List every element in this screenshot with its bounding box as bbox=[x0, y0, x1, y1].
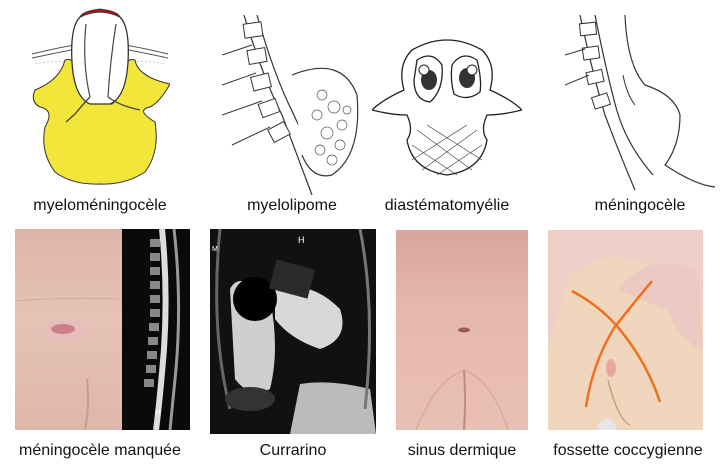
label-meningocele: méningocèle bbox=[594, 197, 686, 214]
label-fossette-coccygienne: fossette coccygienne bbox=[553, 442, 703, 459]
label-myelolipome: myelolipome bbox=[247, 197, 337, 214]
myelomeningocele-drawing bbox=[30, 2, 170, 187]
label-meningocele-manquee: méningocèle manquée bbox=[19, 442, 181, 459]
mri-marker-h: H bbox=[298, 235, 305, 245]
diastematomyelie-drawing bbox=[372, 30, 522, 180]
label-sinus-dermique: sinus dermique bbox=[407, 442, 517, 459]
label-myelomeningocele: myeloméningocèle bbox=[33, 197, 167, 214]
fossette-coccygienne-photo bbox=[548, 230, 703, 430]
mri-marker-h: H bbox=[155, 408, 161, 417]
sinus-dermique-photo bbox=[396, 230, 528, 430]
meningocele-manquee-photo bbox=[15, 229, 122, 430]
currarino-mri: H M bbox=[210, 229, 376, 434]
label-diastematomyelie: diastématomyélie bbox=[384, 197, 510, 214]
meningocele-drawing bbox=[565, 15, 715, 190]
mri-marker-m: M bbox=[212, 246, 218, 253]
meningocele-manquee-mri: H bbox=[122, 229, 190, 430]
myelolipome-drawing bbox=[222, 15, 362, 195]
label-currarino: Currarino bbox=[259, 442, 327, 459]
